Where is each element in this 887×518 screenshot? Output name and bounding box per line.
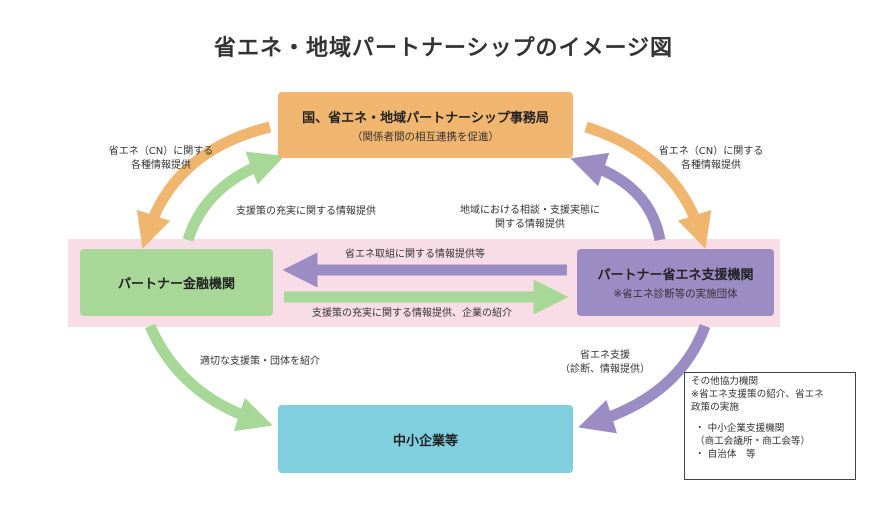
label-gov-to-financial-line1: 省エネ（CN）に関する bbox=[108, 146, 214, 157]
node-financial-title: パートナー金融機関 bbox=[117, 277, 235, 292]
node-financial: パートナー金融機関 bbox=[80, 249, 273, 316]
note-heading: その他協力機関 bbox=[691, 376, 759, 387]
node-government-title: 国、省エネ・地域パートナーシップ事務局 bbox=[302, 110, 549, 126]
node-government: 国、省エネ・地域パートナーシップ事務局 （関係者間の相互連携を促進） bbox=[278, 92, 573, 158]
label-gov-to-support-line2: 各種情報提供 bbox=[681, 159, 741, 171]
label-support-to-sme: 省エネ支援 （診断、情報提供） bbox=[545, 349, 665, 376]
note-line1: ※省エネ支援策の紹介、省エネ bbox=[691, 388, 824, 400]
node-sme-title: 中小企業等 bbox=[392, 433, 458, 449]
label-gov-to-financial-line2: 各種情報提供 bbox=[131, 159, 191, 171]
other-partners-note: その他協力機関 ※省エネ支援策の紹介、省エネ 政策の実施 ・ 中小企業支援機関 … bbox=[684, 372, 856, 480]
label-support-to-sme-line2: （診断、情報提供） bbox=[560, 363, 650, 375]
label-support-to-gov-line2: 関する情報提供 bbox=[495, 218, 565, 230]
label-financial-to-gov: 支援策の充実に関する情報提供 bbox=[236, 206, 376, 217]
note-item-sme-support-sub: （商工会議所・商工会等） bbox=[695, 435, 811, 447]
note-item-municipality: ・ 自治体 等 bbox=[695, 448, 756, 460]
label-support-to-gov: 地域における相談・支援実態に 関する情報提供 bbox=[440, 204, 620, 231]
arrow-support-to-gov bbox=[570, 152, 666, 242]
node-support-title: パートナー省エネ支援機関 bbox=[597, 268, 754, 283]
label-gov-to-support: 省エネ（CN）に関する 各種情報提供 bbox=[636, 145, 786, 172]
label-support-to-financial: 省エネ取組に関する情報提供等 bbox=[345, 249, 485, 260]
label-financial-to-support: 支援策の充実に関する情報提供、企業の紹介 bbox=[312, 308, 512, 319]
arrow-support-to-sme bbox=[578, 324, 711, 434]
note-line2: 政策の実施 bbox=[691, 401, 739, 413]
label-support-to-gov-line1: 地域における相談・支援実態に bbox=[460, 205, 600, 216]
label-gov-to-financial: 省エネ（CN）に関する 各種情報提供 bbox=[86, 145, 236, 172]
node-government-subtitle: （関係者間の相互連携を促進） bbox=[352, 130, 499, 143]
label-gov-to-support-line1: 省エネ（CN）に関する bbox=[658, 146, 764, 157]
arrow-financial-to-sme bbox=[144, 323, 273, 432]
diagram-title: 省エネ・地域パートナーシップのイメージ図 bbox=[213, 36, 674, 61]
node-sme: 中小企業等 bbox=[278, 405, 573, 473]
arrow-gov-to-financial bbox=[136, 121, 272, 249]
node-support: パートナー省エネ支援機関 ※省エネ診断等の実施団体 bbox=[577, 249, 774, 316]
label-support-to-sme-line1: 省エネ支援 bbox=[580, 350, 630, 361]
arrow-gov-to-support bbox=[584, 121, 712, 249]
arrow-financial-to-gov bbox=[182, 151, 285, 242]
node-support-subtitle: ※省エネ診断等の実施団体 bbox=[613, 288, 738, 300]
label-financial-to-sme: 適切な支援策・団体を紹介 bbox=[200, 356, 320, 367]
note-item-sme-support: ・ 中小企業支援機関 bbox=[695, 422, 785, 434]
